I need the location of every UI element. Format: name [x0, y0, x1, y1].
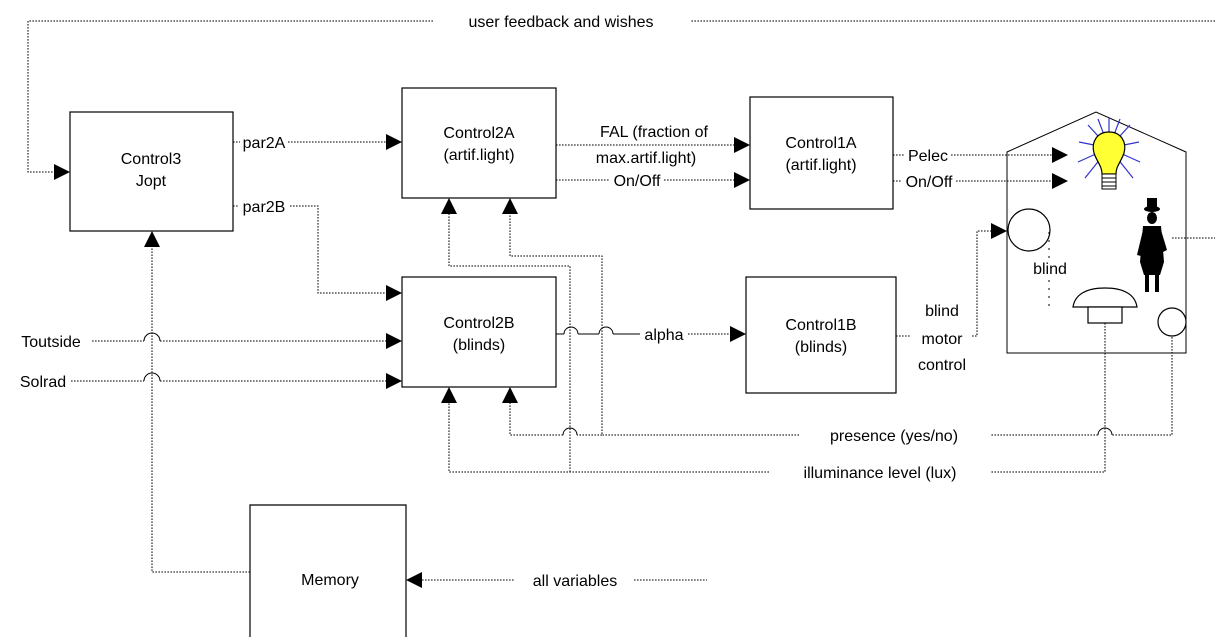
arrow-head-icon — [386, 285, 402, 301]
control2b-block: Control2B (blinds) — [401, 276, 557, 388]
feedback-label: user feedback and wishes — [469, 14, 654, 31]
arrow-head-icon — [734, 137, 750, 153]
presence-sensor-icon — [1157, 307, 1187, 337]
arrow-head-icon — [502, 387, 518, 403]
blind-motor-control-wire: blind motor control — [896, 223, 1007, 374]
blind-roll-icon: blind — [1007, 208, 1071, 312]
control3-title: Control3 — [121, 151, 182, 168]
illuminance-label: illuminance level (lux) — [804, 465, 957, 482]
arrow-head-icon — [144, 231, 160, 247]
blind-motor-label-line3: control — [918, 357, 966, 374]
control1a-block: Control1A (artif.light) — [749, 96, 894, 210]
par2b-wire: par2B — [233, 199, 402, 301]
control2a-subtitle: (artif.light) — [443, 147, 514, 164]
arrow-head-icon — [406, 572, 422, 588]
control1b-block: Control1B (blinds) — [745, 276, 897, 394]
control2a-title: Control2A — [443, 125, 514, 142]
control3-block: Control3 Jopt — [69, 111, 234, 232]
solrad-wire: Solrad — [20, 372, 402, 391]
arrow-head-icon — [1052, 147, 1068, 163]
fal-label-line1: FAL (fraction of — [600, 124, 708, 141]
control2b-subtitle: (blinds) — [453, 337, 505, 354]
alpha-wire: alpha — [556, 326, 746, 344]
memory-title: Memory — [301, 572, 359, 589]
solrad-label: Solrad — [20, 374, 66, 391]
arrow-head-icon — [441, 387, 457, 403]
light-bulb-icon — [1077, 118, 1141, 190]
control1a-subtitle: (artif.light) — [785, 157, 856, 174]
memory-to-control3-wire — [144, 231, 250, 573]
presence-label: presence (yes/no) — [830, 428, 958, 445]
arrow-head-icon — [502, 198, 518, 214]
room-house — [1006, 111, 1187, 354]
control1a-title: Control1A — [785, 135, 856, 152]
arrow-head-icon — [730, 326, 746, 342]
arrow-head-icon — [1052, 173, 1068, 189]
feedback-wire: user feedback and wishes — [27, 14, 1215, 180]
arrow-head-icon — [386, 333, 402, 349]
all-variables-wire: all variables — [406, 572, 707, 590]
arrow-head-icon — [54, 164, 70, 180]
lux-sensor-icon — [1072, 287, 1138, 324]
control3-subtitle: Jopt — [136, 173, 167, 190]
pelec-wire: Pelec — [893, 147, 1068, 165]
arrow-head-icon — [386, 373, 402, 389]
pelec-label: Pelec — [908, 148, 948, 165]
onoff-1a-wire: On/Off — [893, 173, 1068, 191]
illuminance-wire: illuminance level (lux) — [441, 198, 1106, 482]
memory-block: Memory — [249, 504, 407, 637]
control2b-title: Control2B — [443, 315, 514, 332]
onoff-2a-label: On/Off — [614, 173, 661, 190]
fal-label-line2: max.artif.light) — [596, 150, 696, 167]
blind-motor-label-line1: blind — [925, 303, 959, 320]
presence-wire: presence (yes/no) — [502, 198, 1173, 445]
alpha-label: alpha — [644, 327, 683, 344]
toutside-wire: Toutside — [21, 332, 402, 351]
arrow-head-icon — [441, 198, 457, 214]
control1b-title: Control1B — [785, 317, 856, 334]
control2a-block: Control2A (artif.light) — [401, 87, 557, 199]
onoff-1a-label: On/Off — [906, 174, 953, 191]
person-icon — [1137, 198, 1167, 292]
par2a-label: par2A — [243, 135, 286, 152]
all-variables-label: all variables — [533, 573, 617, 590]
control1b-subtitle: (blinds) — [795, 339, 847, 356]
par2b-label: par2B — [243, 199, 286, 216]
arrow-head-icon — [386, 134, 402, 150]
room-blind-label: blind — [1033, 261, 1067, 278]
arrow-head-icon — [734, 172, 750, 188]
fal-wire: FAL (fraction of max.artif.light) — [556, 124, 750, 167]
onoff-2a-wire: On/Off — [556, 172, 750, 190]
toutside-label: Toutside — [21, 334, 81, 351]
par2a-wire: par2A — [233, 134, 402, 152]
blind-motor-label-line2: motor — [922, 331, 964, 348]
arrow-head-icon — [991, 223, 1007, 239]
